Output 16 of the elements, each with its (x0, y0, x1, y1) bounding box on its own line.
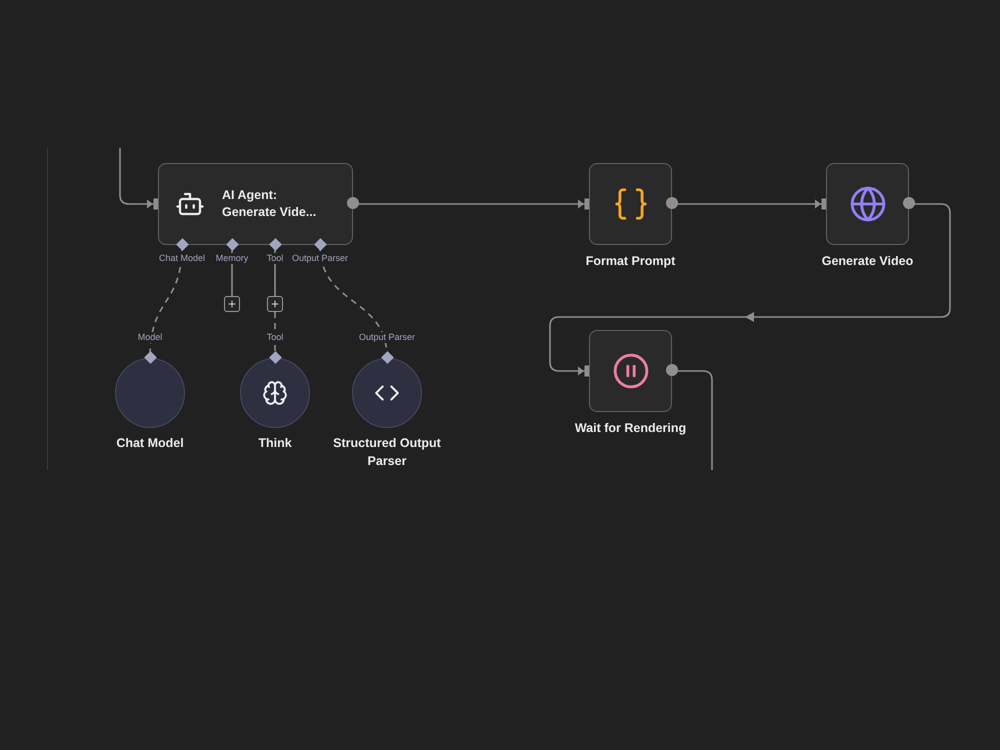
port-label: Memory (214, 253, 250, 264)
port-label: Tool (266, 332, 284, 343)
node-title: Structured Output Parser (332, 435, 442, 470)
port-label: Model (136, 332, 164, 343)
add-button (267, 296, 283, 312)
port-label: Output Parser (358, 332, 416, 343)
port-label: Tool (266, 253, 284, 264)
node-title: AI Agent: Generate Vide... (222, 186, 318, 221)
add-button (224, 296, 240, 312)
port-label: Output Parser (290, 253, 350, 264)
node-title: Wait for Rendering (574, 420, 686, 437)
node-title: Chat Model (116, 435, 184, 452)
node-title: Think (258, 435, 292, 452)
port-label: Chat Model (158, 253, 206, 264)
node-title: Generate Video (822, 253, 914, 270)
node-title: Format Prompt (586, 253, 676, 270)
